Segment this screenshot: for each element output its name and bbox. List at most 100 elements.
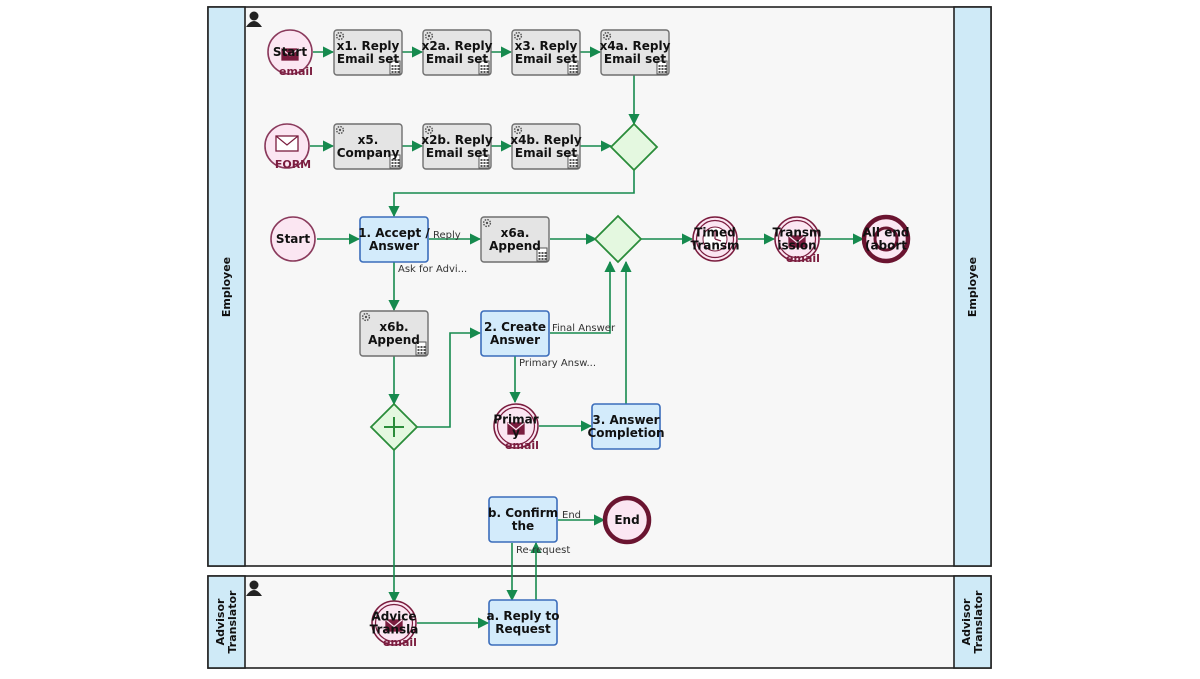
task-x6a-label-line: x6a. (501, 226, 530, 240)
lane-advisor-label-right-2: Translator (972, 590, 985, 654)
flow-labels: Reply Ask for Advi... Final Answer Prima… (398, 230, 616, 556)
gear-icon (424, 125, 434, 135)
lane-advisor-label-left-1: Advisor (214, 598, 227, 645)
event-start[interactable]: Start (270, 216, 316, 262)
parallel-gateway[interactable] (369, 402, 419, 452)
task-x3-box[interactable] (511, 29, 581, 76)
task-x1-box[interactable] (333, 29, 403, 76)
gear-icon (335, 31, 345, 41)
task-x6a[interactable]: x6a.Append (480, 216, 550, 263)
flow-label-reply: Reply (433, 230, 461, 241)
calculator-icon (389, 154, 401, 169)
task-t3-label-line: Completion (587, 426, 664, 440)
exclusive-gateway-merge-top[interactable] (609, 122, 659, 172)
task-tb-label-line: the (512, 519, 534, 533)
task-x1-label-line: Email set (337, 52, 399, 66)
event-end-label: End (614, 513, 639, 527)
event-all_end-label: (abort (865, 239, 907, 253)
calculator-icon (656, 60, 668, 75)
event-all_end-label: All end (863, 226, 910, 240)
flow-label-ask: Ask for Advi... (398, 264, 467, 275)
event-start_form-sublabel: FORM (275, 158, 311, 171)
task-x5-label-line: x5. (358, 133, 379, 147)
lane-advisor-header-right[interactable] (953, 575, 992, 669)
lane-employee-label-left: Employee (220, 257, 233, 317)
calculator-icon (478, 60, 490, 75)
task-tb-label-line: b. Confirm (488, 506, 558, 520)
task-x2a-label-line: x2a. Reply (422, 39, 493, 53)
event-timed-label: Transm (690, 239, 739, 253)
task-ta-label-line: Request (495, 622, 551, 636)
lane-advisor-header-left[interactable] (207, 575, 246, 669)
lane-employee-header-left[interactable] (207, 6, 246, 567)
task-x6a-box[interactable] (480, 216, 550, 263)
event-all_end[interactable]: All end(abort (861, 214, 911, 264)
task-x5-label-line: Company (337, 146, 400, 160)
lane-advisor-label-left-2: Translator (226, 590, 239, 654)
task-x5-box[interactable] (333, 123, 403, 170)
task-x6b[interactable]: x6b.Append (359, 310, 429, 357)
task-t3-box[interactable] (591, 403, 661, 450)
sequence-flows (310, 46, 865, 629)
calculator-icon (478, 154, 490, 169)
event-timed-label: Timed (694, 226, 736, 240)
task-x3-label-line: Email set (515, 52, 577, 66)
task-x4b-label-line: Email set (515, 146, 577, 160)
event-start_form[interactable]: FORM (264, 123, 311, 171)
flow-label-primary-answer: Primary Answ... (519, 358, 596, 369)
task-t2-box[interactable] (480, 310, 550, 357)
task-t1-box[interactable] (359, 216, 429, 263)
task-ta-label-line: a. Reply to (487, 609, 560, 623)
flow-parallel-to-create[interactable] (417, 327, 482, 428)
task-x5[interactable]: x5.Company (333, 123, 403, 170)
calculator-icon (536, 247, 548, 262)
event-end[interactable]: End (602, 495, 652, 545)
task-t1-label-line: Answer (369, 239, 419, 253)
lane-employee-body (207, 6, 992, 567)
task-t1[interactable]: 1. Accept /Answer (358, 216, 430, 263)
event-transmission-sublabel: email (786, 252, 820, 265)
exclusive-gateway-merge-answer[interactable] (593, 214, 643, 264)
event-advice-sublabel: email (383, 636, 417, 649)
event-advice-label: Transla (370, 623, 419, 637)
lane-advisor: Advisor Translator Advisor Translator (207, 575, 992, 669)
gear-icon (602, 31, 612, 41)
calculator-icon (567, 60, 579, 75)
flow-label-final: Final Answer (552, 323, 616, 334)
task-x1-label-line: x1. Reply (337, 39, 400, 53)
task-x2a-box[interactable] (422, 29, 492, 76)
lane-employee-header-right[interactable] (953, 6, 992, 567)
flow-create-final-to-gateway[interactable] (550, 260, 616, 334)
task-x4a-box[interactable] (600, 29, 670, 76)
flow-gateway-to-accept[interactable] (388, 169, 635, 218)
event-primary-sublabel: email (505, 439, 539, 452)
task-t2-label-line: 2. Create (484, 320, 546, 334)
task-t1-label-line: 1. Accept / (358, 226, 430, 240)
task-x4a-label-line: x4a. Reply (600, 39, 671, 53)
task-x2b-box[interactable] (422, 123, 492, 170)
task-tb-box[interactable] (488, 496, 558, 543)
person-icon (246, 11, 262, 27)
task-x6b-box[interactable] (359, 310, 429, 357)
envelope-icon (275, 135, 299, 152)
task-x4b-box[interactable] (511, 123, 581, 170)
flow-label-end: End (562, 510, 581, 521)
task-ta-box[interactable] (488, 599, 558, 646)
